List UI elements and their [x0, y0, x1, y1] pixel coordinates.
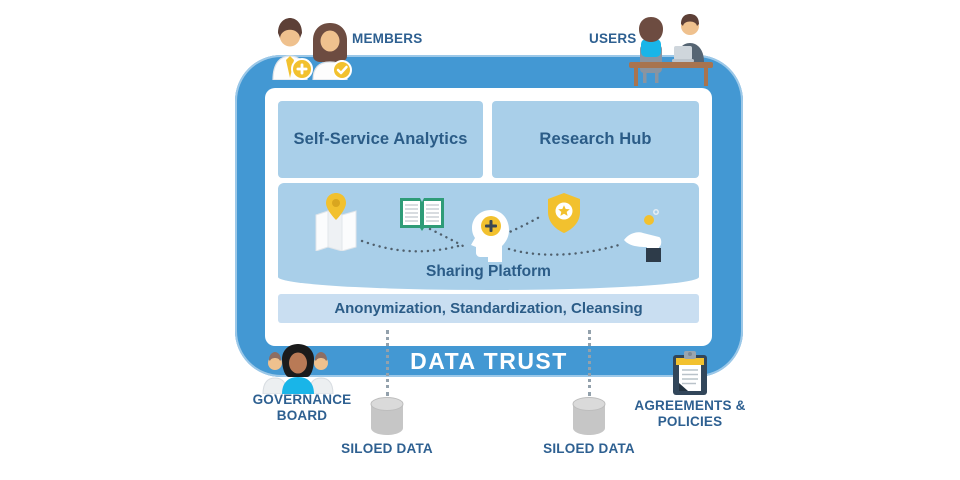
agreements-line1: AGREEMENTS &: [634, 398, 746, 413]
governance-board-icon: [262, 344, 334, 394]
agreements-line2: POLICIES: [657, 414, 723, 429]
open-book-icon: [400, 198, 444, 231]
governance-board-line2: BOARD: [276, 408, 328, 423]
member-man-icon: [272, 18, 313, 80]
pipeline-label: Anonymization, Standardization, Cleansin…: [334, 300, 643, 317]
pipeline-bar: Anonymization, Standardization, Cleansin…: [278, 294, 699, 323]
head-insight-icon: [471, 210, 509, 262]
self-service-analytics-box: Self-Service Analytics: [278, 101, 483, 178]
agreements-policies-label: AGREEMENTS & POLICIES: [628, 398, 752, 430]
clipboard-icon: [673, 351, 707, 395]
governance-board-line1: GOVERNANCE: [252, 392, 352, 407]
star-shield-icon: [548, 193, 580, 233]
research-hub-label: Research Hub: [539, 130, 652, 148]
siloed-data-label-left: SILOED DATA: [341, 441, 433, 456]
silo-connector-left: [386, 330, 389, 396]
research-hub-box: Research Hub: [492, 101, 699, 178]
siloed-data-label-right: SILOED DATA: [543, 441, 635, 456]
members-label: MEMBERS: [352, 31, 423, 46]
hand-coin-icon: [624, 209, 662, 262]
member-woman-icon: [312, 23, 352, 80]
sharing-platform-label: Sharing Platform: [426, 263, 551, 280]
users-label: USERS: [589, 31, 637, 46]
dotted-connectors: [360, 213, 621, 256]
sharing-platform-box: Sharing Platform: [278, 183, 699, 290]
governance-board-label: GOVERNANCE BOARD: [246, 392, 358, 424]
self-service-analytics-label: Self-Service Analytics: [293, 130, 468, 148]
top-boxes-row: Self-Service Analytics Research Hub: [278, 101, 699, 178]
silo-connector-right: [588, 330, 591, 396]
users-at-desk-icon: [629, 14, 713, 86]
data-trust-title: DATA TRUST: [410, 347, 568, 374]
database-cylinder-icon: [370, 397, 404, 435]
platform-panel: Self-Service Analytics Research Hub: [265, 88, 712, 346]
map-location-icon: [315, 193, 357, 251]
database-cylinder-icon: [572, 397, 606, 435]
